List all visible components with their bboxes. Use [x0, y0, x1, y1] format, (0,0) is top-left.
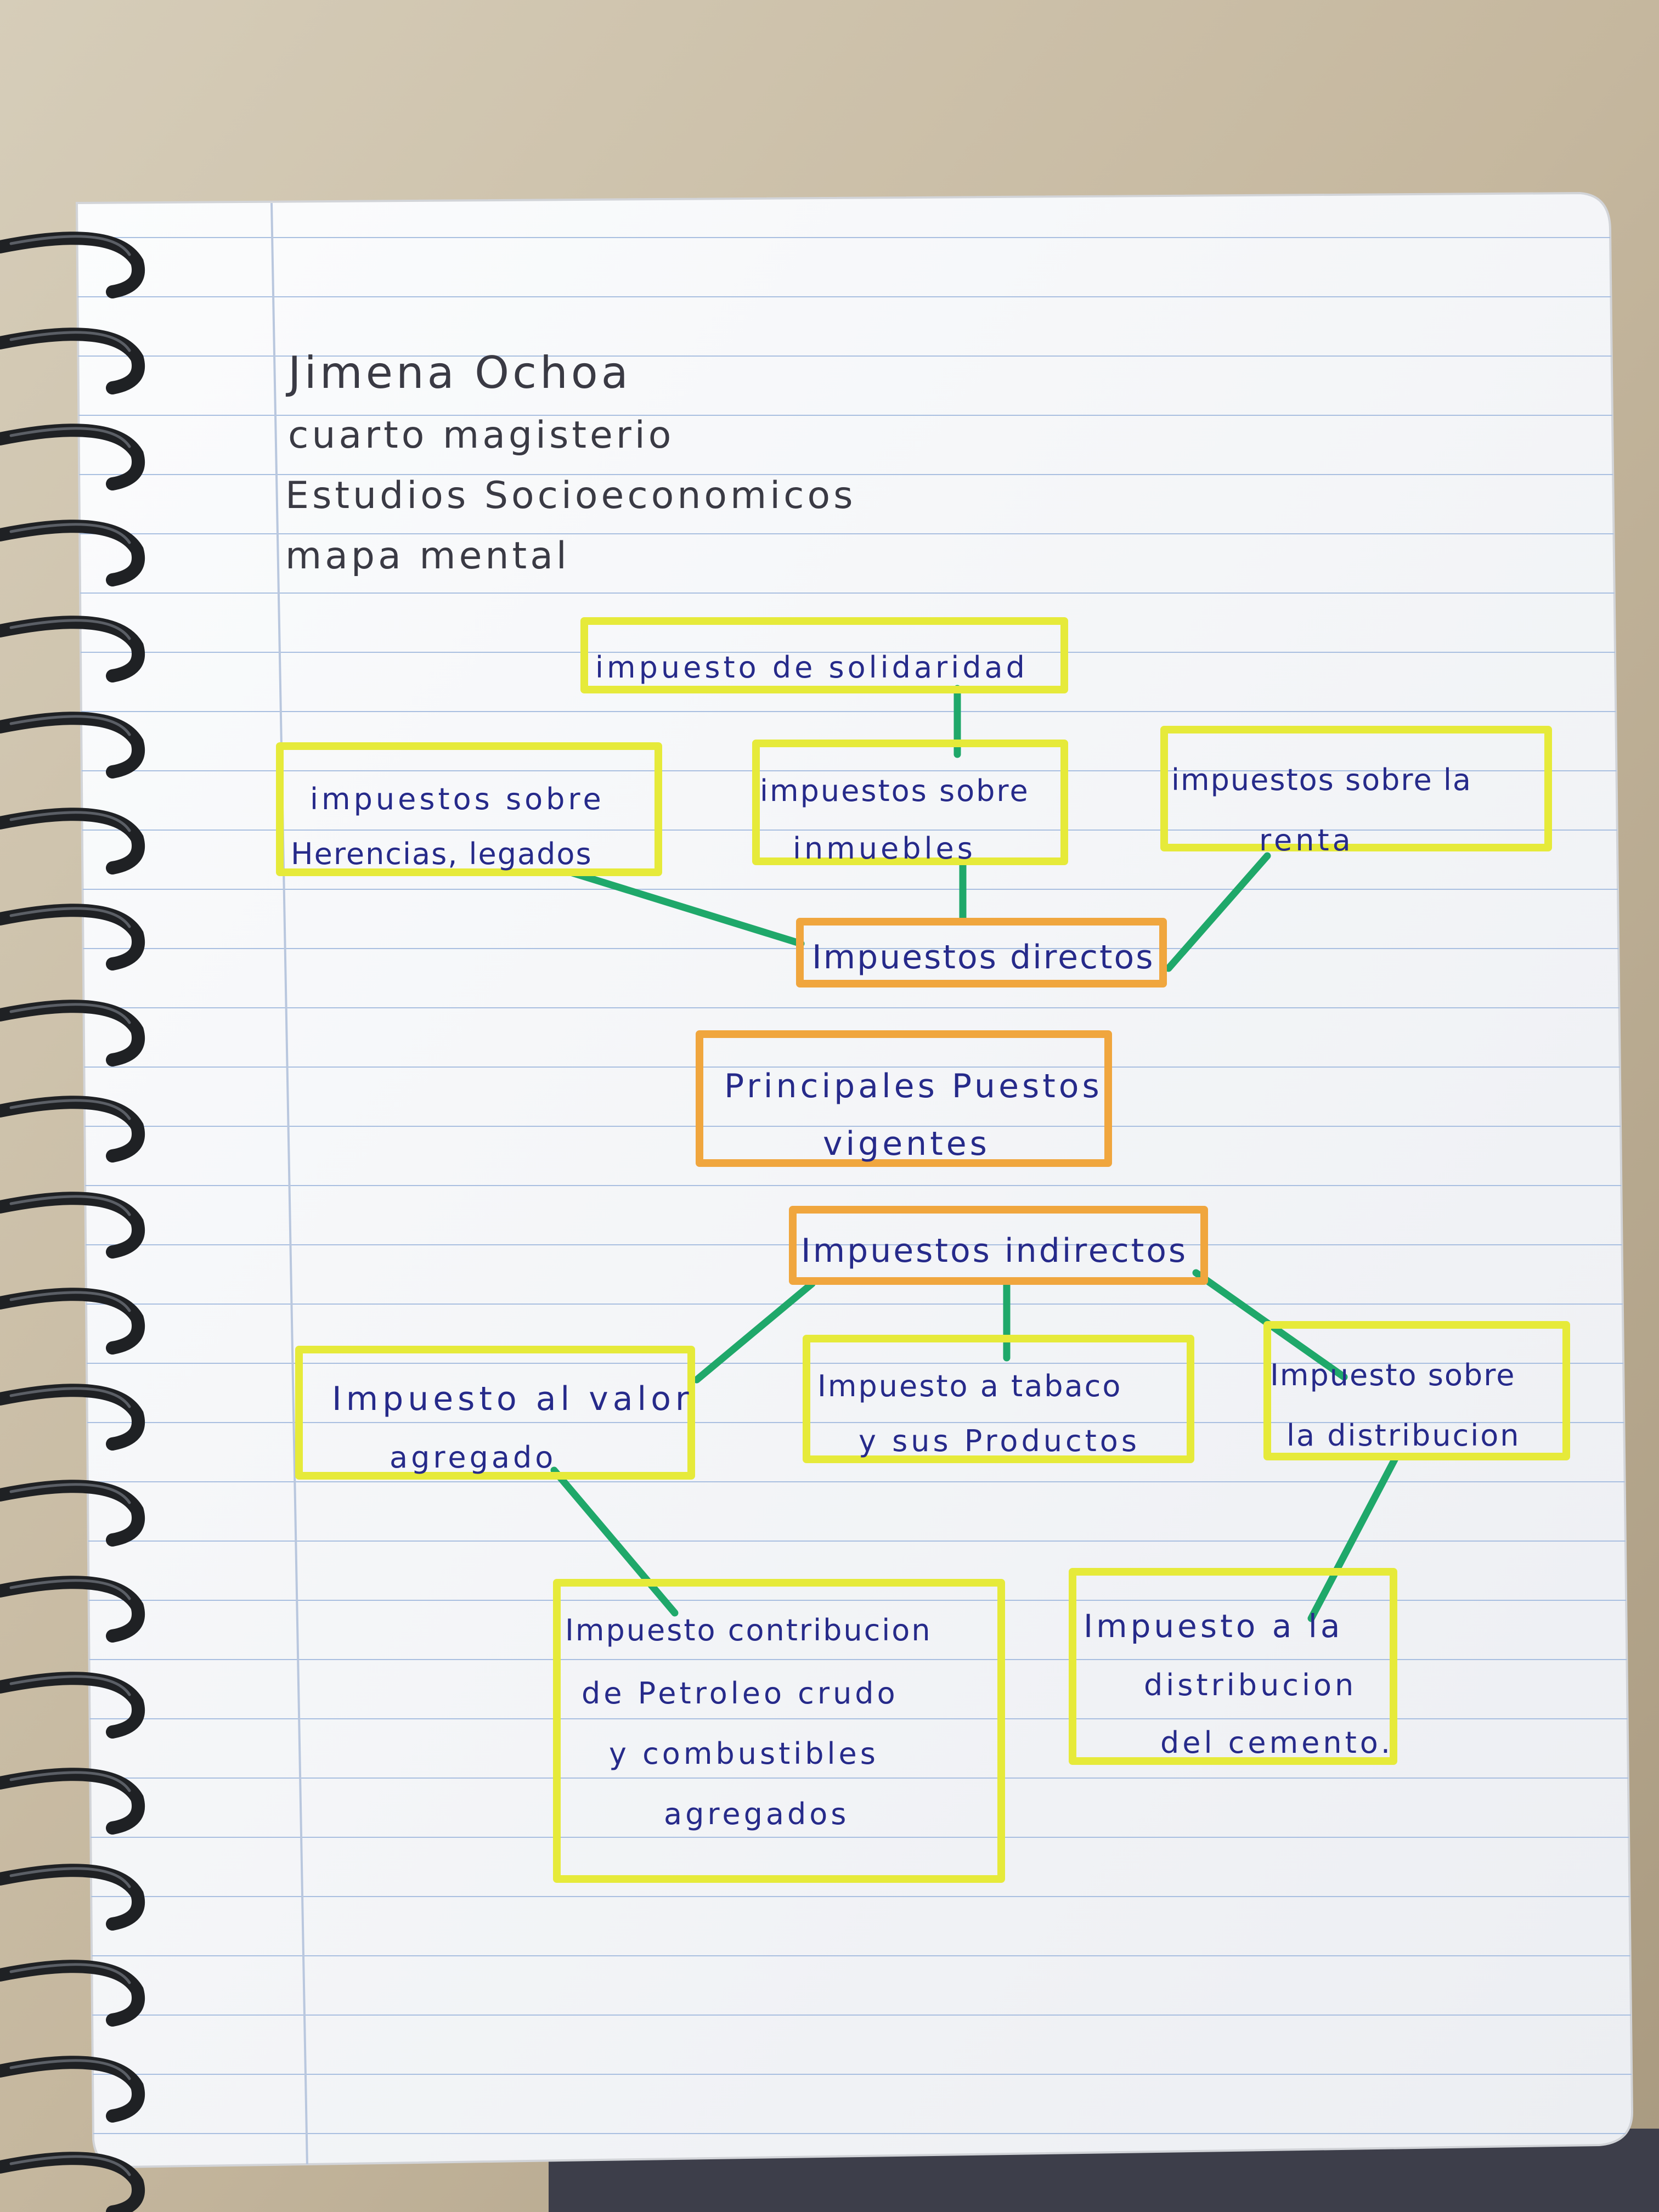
- assignment-title: mapa mental: [285, 534, 570, 578]
- spiral-coil-highlight: [9, 1003, 131, 1024]
- node-tabaco-line2: y sus Productos: [859, 1424, 1140, 1458]
- spiral-coil-highlight: [9, 523, 131, 544]
- student-name: Jimena Ochoa: [288, 347, 631, 398]
- node-tabaco-line1: Impuesto a tabaco: [817, 1369, 1122, 1403]
- spiral-coil-highlight: [9, 1195, 131, 1216]
- highlighter-boxes: [276, 617, 1570, 1883]
- spiral-coil-highlight: [9, 715, 131, 736]
- node-central-line2: vigentes: [823, 1125, 990, 1163]
- box-directos: [796, 918, 1167, 988]
- box-herencias: [276, 742, 662, 876]
- box-tabaco: [803, 1335, 1194, 1463]
- connector-valor-petroleo: [550, 1466, 679, 1617]
- margin-line: [270, 202, 308, 2167]
- spiral-coil-highlight: [9, 619, 131, 640]
- spiral-coil-highlight: [9, 1579, 131, 1600]
- connector-distribucion-cemento: [1307, 1453, 1400, 1622]
- node-valor-line2: agregado: [390, 1440, 557, 1475]
- node-distribucion-line1: Impuesto sobre: [1270, 1358, 1516, 1392]
- course-name: Estudios Socioeconomicos: [285, 474, 856, 517]
- box-indirectos: [789, 1206, 1208, 1285]
- spiral-coil-highlight: [9, 1099, 131, 1120]
- node-distribucion-line2: la distribucion: [1286, 1418, 1521, 1453]
- node-herencias-line1: impuestos sobre: [310, 782, 605, 816]
- node-cemento-line2: distribucion: [1144, 1668, 1357, 1702]
- node-inmuebles-line1: impuestos sobre: [760, 774, 1030, 808]
- node-solidaridad: impuesto de solidaridad: [595, 650, 1028, 685]
- node-petroleo-line3: y combustibles: [609, 1736, 879, 1771]
- node-herencias-line2: Herencias, legados: [291, 837, 592, 871]
- box-valor: [295, 1346, 695, 1480]
- spiral-coil-highlight: [9, 1387, 131, 1408]
- spiral-coil-highlight: [9, 1483, 131, 1504]
- node-petroleo-line1: Impuesto contribucion: [565, 1613, 932, 1647]
- ruled-lines: [77, 236, 1632, 2167]
- box-petroleo: [553, 1579, 1005, 1883]
- node-cemento-line1: Impuesto a la: [1084, 1607, 1344, 1645]
- node-renta-line1: impuestos sobre la: [1171, 763, 1472, 797]
- box-distribucion: [1263, 1321, 1570, 1460]
- spiral-coil-highlight: [9, 1771, 131, 1792]
- connector-renta-directos: [1165, 852, 1271, 972]
- box-renta: [1160, 726, 1552, 851]
- box-inmuebles: [752, 740, 1068, 865]
- spiral-binding: [0, 232, 145, 2212]
- connector-herencias-directos: [567, 868, 805, 947]
- spiral-coil-highlight: [9, 235, 131, 256]
- spiral-coil-highlight: [9, 1291, 131, 1312]
- node-valor-line1: Impuesto al valor: [332, 1380, 693, 1418]
- spiral-coil-highlight: [9, 1867, 131, 1888]
- notebook-page: [75, 191, 1634, 2169]
- node-petroleo-line4: agregados: [664, 1797, 850, 1831]
- node-central-line1: Principales Puestos: [724, 1067, 1103, 1105]
- spiral-coil-highlight: [9, 1675, 131, 1696]
- spiral-coil-highlight: [9, 2155, 131, 2176]
- spiral-coil-highlight: [9, 427, 131, 448]
- node-cemento-line3: del cemento.: [1160, 1725, 1394, 1760]
- box-cemento: [1069, 1568, 1397, 1765]
- node-inmuebles-line2: inmuebles: [793, 831, 976, 866]
- student-grade: cuarto magisterio: [288, 414, 675, 457]
- box-central: [696, 1030, 1112, 1167]
- spiral-coil-highlight: [9, 811, 131, 832]
- spiral-coil-highlight: [9, 331, 131, 352]
- spiral-coil-highlight: [9, 1963, 131, 1984]
- spiral-coil-highlight: [9, 2059, 131, 2080]
- spiral-coil-highlight: [9, 907, 131, 928]
- node-renta-line2: renta: [1259, 823, 1354, 857]
- node-indirectos: Impuestos indirectos: [801, 1232, 1188, 1270]
- node-petroleo-line2: de Petroleo crudo: [582, 1676, 899, 1711]
- node-directos: Impuestos directos: [812, 938, 1155, 977]
- box-solidaridad: [580, 617, 1068, 693]
- connector-indirectos-valor: [693, 1280, 816, 1384]
